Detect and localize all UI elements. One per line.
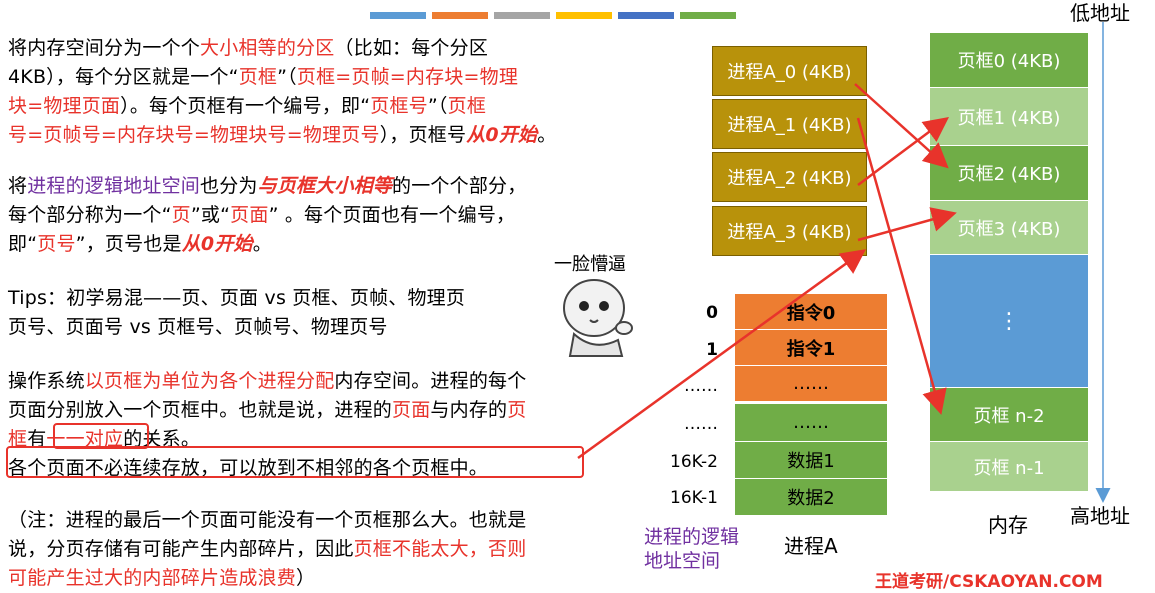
address-row: 指令1 bbox=[735, 330, 887, 366]
process-page-0: 进程A_0 (4KB) bbox=[712, 46, 867, 96]
paragraph-frame-definition: 将内存空间分为一个个大小相等的分区（比如：每个分区 4KB），每个分区就是一个“… bbox=[8, 34, 638, 150]
text: 页框=页帧=内存块=物理 bbox=[296, 66, 519, 88]
text: ），页框号 bbox=[379, 124, 467, 146]
addr-label: 16K-2 bbox=[670, 452, 718, 472]
text: 也分为 bbox=[200, 175, 258, 197]
paragraph-note: （注：进程的最后一个页面可能没有一个页框那么大。也就是 说，分页存储有可能产生内… bbox=[8, 506, 648, 593]
arrow-text-to-page3 bbox=[577, 249, 867, 460]
text: ）。每个页框有一个编号，即“ bbox=[120, 95, 371, 117]
text: ”或“ bbox=[190, 204, 231, 226]
text: ”，页号也是 bbox=[75, 233, 182, 255]
text: 页 bbox=[171, 204, 191, 226]
text: 框 bbox=[8, 428, 28, 450]
text: 页面 bbox=[230, 204, 269, 226]
arrow-page0-frame2 bbox=[854, 83, 949, 169]
text: 操作系统 bbox=[8, 370, 85, 392]
text: 页面 bbox=[392, 399, 431, 421]
text: ） bbox=[296, 567, 316, 589]
paragraph-allocation: 操作系统以页框为单位为各个进程分配内存空间。进程的每个 页面分别放入一个页框中。… bbox=[8, 367, 648, 483]
top-bar-3 bbox=[494, 12, 550, 19]
address-row: 数据2 bbox=[735, 479, 887, 516]
text: ” 。每个页面也有一个编号， bbox=[268, 204, 516, 226]
text: （注：进程的最后一个页面可能没有一个页框那么大。也就是 bbox=[8, 509, 527, 531]
tips-text: Tips：初学易混——页、页面 vs 页框、页帧、物理页 页号、页面号 vs 页… bbox=[8, 284, 548, 342]
frame-0: 页框0 (4KB) bbox=[930, 33, 1088, 88]
text: 各个页面不必连续存放，可以放到不相邻的各个页框中。 bbox=[8, 457, 489, 479]
text: 从0开始 bbox=[181, 233, 253, 255]
highlight-noncontiguous bbox=[6, 446, 584, 478]
text: ”（ bbox=[277, 66, 297, 88]
arrow-page1-frame-n2 bbox=[856, 117, 947, 415]
frame-n-1: 页框 n-1 bbox=[930, 442, 1088, 492]
text: 。 bbox=[252, 233, 272, 255]
high-address-label: 高地址 bbox=[1070, 504, 1130, 528]
frame-n-2: 页框 n-2 bbox=[930, 388, 1088, 442]
process-page-1: 进程A_1 (4KB) bbox=[712, 99, 867, 149]
text: （比如：每个分区 bbox=[334, 37, 489, 59]
meme-caption: 一脸懵逼 bbox=[554, 254, 626, 275]
process-page-2: 进程A_2 (4KB) bbox=[712, 152, 867, 202]
text: 的关系。 bbox=[123, 428, 201, 450]
text: 4KB），每个分区就是一个“ bbox=[8, 66, 239, 88]
text: 号=页帧号=内存块号=物理块号=物理页号 bbox=[8, 124, 380, 146]
text: 页号 bbox=[37, 233, 76, 255]
confused-face-icon bbox=[563, 279, 633, 357]
logical-space-caption: 进程的逻辑 地址空间 bbox=[644, 526, 740, 572]
top-bar-4 bbox=[556, 12, 612, 19]
text: Tips：初学易混——页、页面 vs 页框、页帧、物理页 bbox=[8, 287, 466, 309]
low-address-label: 低地址 bbox=[1070, 1, 1130, 25]
text: 的一个个部分， bbox=[392, 175, 527, 197]
text: 从0开始 bbox=[466, 124, 538, 146]
process-caption: 进程A bbox=[784, 534, 838, 558]
text: 大小相等的分区 bbox=[200, 37, 335, 59]
text: 。 bbox=[537, 124, 557, 146]
text: 有 bbox=[27, 428, 47, 450]
text: 将内存空间分为一个个 bbox=[8, 37, 201, 59]
text: 页面分别放入一个页框中。也就是说，进程的 bbox=[8, 399, 393, 421]
top-bar-6 bbox=[680, 12, 736, 19]
process-page-3: 进程A_3 (4KB) bbox=[712, 206, 867, 256]
text: 块=物理页面 bbox=[8, 95, 121, 117]
text: 与页框大小相等 bbox=[257, 175, 393, 197]
text: ”（ bbox=[427, 95, 448, 117]
top-bar-2 bbox=[432, 12, 488, 19]
text: 可能产生过大的内部碎片造成浪费 bbox=[8, 567, 297, 589]
text: 页框 bbox=[238, 66, 278, 88]
text: 与内存的 bbox=[430, 399, 508, 421]
text: 页号、页面号 vs 页框号、页帧号、物理页号 bbox=[8, 316, 388, 338]
text: 将 bbox=[8, 175, 28, 197]
paragraph-page-definition: 将进程的逻辑地址空间也分为与页框大小相等的一个个部分， 每个部分称为一个“页”或… bbox=[8, 172, 648, 259]
addr-label: 0 bbox=[706, 303, 718, 323]
arrow-page3-frame3 bbox=[857, 207, 957, 242]
addr-label: …… bbox=[684, 376, 718, 396]
text: 一一对应 bbox=[46, 428, 124, 450]
highlight-one-to-one bbox=[53, 423, 149, 449]
addr-label: 16K-1 bbox=[670, 488, 718, 508]
text: 内存空间。进程的每个 bbox=[334, 370, 527, 392]
addr-label: 1 bbox=[706, 340, 718, 360]
top-bar-1 bbox=[370, 12, 426, 19]
text: 每个部分称为一个“ bbox=[8, 204, 172, 226]
addr-label: …… bbox=[684, 414, 718, 434]
text: 页 bbox=[507, 399, 527, 421]
text: 以页框为单位为各个进程分配 bbox=[84, 370, 335, 392]
top-bar-5 bbox=[618, 12, 674, 19]
text: 页框不能太大，否则 bbox=[353, 538, 527, 560]
text: 即“ bbox=[8, 233, 38, 255]
text: 说，分页存储有可能产生内部碎片，因此 bbox=[8, 538, 354, 560]
text: 页框 bbox=[447, 95, 487, 117]
frame-1: 页框1 (4KB) bbox=[930, 88, 1088, 146]
arrow-page2-frame1 bbox=[857, 117, 950, 187]
frame-2: 页框2 (4KB) bbox=[930, 146, 1088, 201]
address-row: 指令0 bbox=[735, 294, 887, 330]
address-row: …… bbox=[735, 404, 887, 442]
text: 进程的逻辑地址空间 bbox=[27, 175, 201, 197]
frame-ellipsis: ⋮ bbox=[930, 255, 1088, 388]
text: 页框号 bbox=[370, 95, 428, 117]
memory-caption: 内存 bbox=[988, 513, 1028, 537]
address-row: 数据1 bbox=[735, 442, 887, 479]
address-row: …… bbox=[735, 366, 887, 402]
